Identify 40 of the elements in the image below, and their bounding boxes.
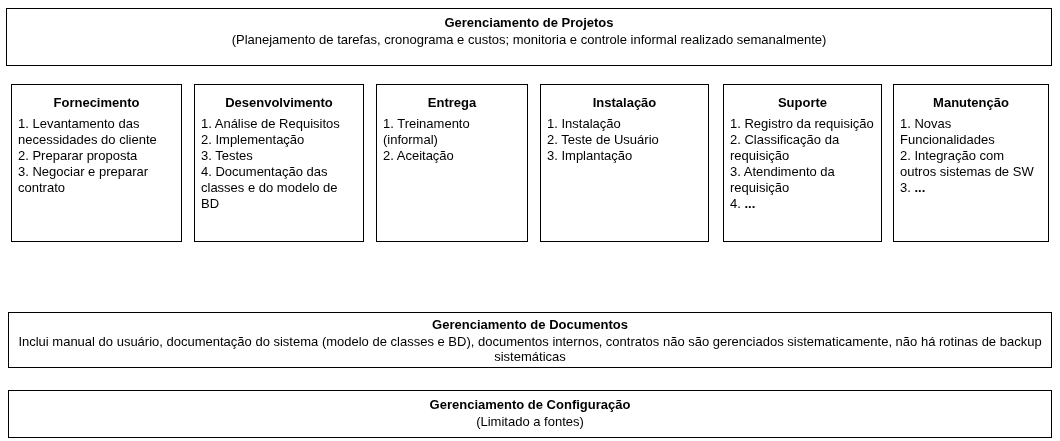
list-item: 1. Treinamento (informal) bbox=[382, 116, 471, 148]
list-item: 2. Teste de Usuário bbox=[546, 132, 660, 148]
box-description: (Planejamento de tarefas, cronograma e custos; monitoria e controle informal realizado semanalmente) bbox=[230, 31, 828, 47]
management-band bbox=[8, 390, 1052, 438]
box-heading: Instalação bbox=[591, 95, 658, 110]
box-description: (Limitado a fontes) bbox=[475, 413, 585, 429]
list-item: 1. Levantamento das necessidades do cliente bbox=[17, 116, 158, 148]
process-box bbox=[723, 84, 882, 242]
box-heading: Gerenciamento de Configuração bbox=[428, 397, 632, 412]
list-item: 2. Aceitação bbox=[382, 148, 455, 164]
list-item: 1. Instalação bbox=[546, 116, 622, 132]
list-item: 3. Negociar e preparar contrato bbox=[17, 164, 150, 196]
management-band bbox=[6, 8, 1052, 66]
box-heading: Fornecimento bbox=[52, 95, 141, 110]
management-band bbox=[8, 312, 1052, 368]
box-heading: Gerenciamento de Projetos bbox=[443, 15, 615, 30]
list-item: 4. ... bbox=[729, 196, 757, 212]
process-box bbox=[376, 84, 528, 242]
list-item: 2. Implementação bbox=[200, 132, 306, 148]
list-item: 2. Integração com outros sistemas de SW bbox=[899, 148, 1035, 180]
box-heading: Entrega bbox=[426, 95, 478, 110]
box-heading: Gerenciamento de Documentos bbox=[431, 317, 629, 332]
box-heading: Desenvolvimento bbox=[224, 95, 334, 110]
box-description: Inclui manual do usuário, documentação do sistema (modelo de classes e BD), documentos internos, contratos não são gerenciados sistematicamente, não há rotinas de backup sistemáticas bbox=[17, 333, 1043, 364]
process-box bbox=[11, 84, 182, 242]
box-heading: Manutenção bbox=[932, 95, 1010, 110]
list-item: 2. Preparar proposta bbox=[17, 148, 139, 164]
list-item: 1. Análise de Requisitos bbox=[200, 116, 341, 132]
list-item: 3. Atendimento da requisição bbox=[729, 164, 836, 196]
list-item: 4. Documentação das classes e do modelo de BD bbox=[200, 164, 339, 212]
list-item: 3. ... bbox=[899, 180, 927, 196]
list-item: 3. Testes bbox=[200, 148, 254, 164]
process-box bbox=[540, 84, 709, 242]
list-item: 2. Classificação da requisição bbox=[729, 132, 841, 164]
process-box bbox=[893, 84, 1049, 242]
list-item: 3. Implantação bbox=[546, 148, 634, 164]
list-item: 1. Novas Funcionalidades bbox=[899, 116, 996, 148]
list-item: 1. Registro da requisição bbox=[729, 116, 875, 132]
box-heading: Suporte bbox=[776, 95, 829, 110]
process-box bbox=[194, 84, 364, 242]
